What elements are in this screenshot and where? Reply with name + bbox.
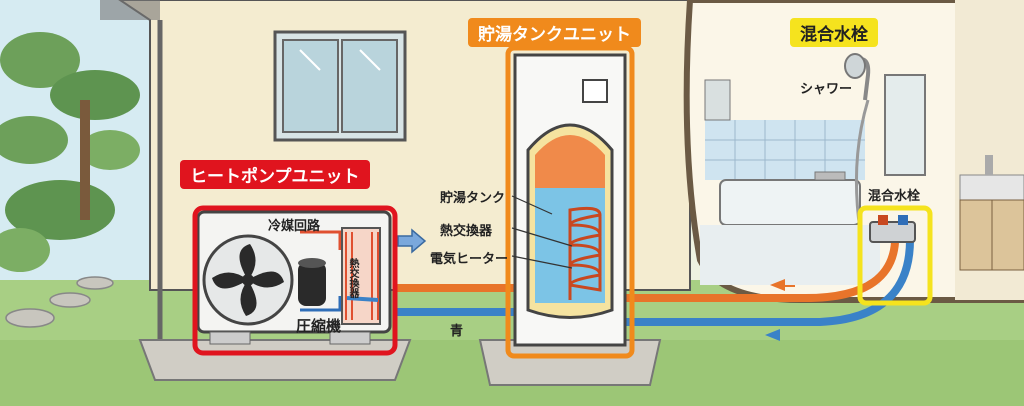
- mixing-faucet-title: 混合水栓: [790, 18, 878, 47]
- tank-unit-title: 貯湯タンクユニット: [468, 18, 641, 47]
- mixing-faucet-icon: [869, 215, 916, 243]
- stepping-stones: [5, 276, 114, 328]
- heat-pump-pad: [138, 339, 412, 381]
- bath-faucet: [814, 171, 846, 181]
- compressor-label: 圧縮機: [296, 317, 342, 335]
- leader-lines: [511, 195, 573, 269]
- flow-arrow-icon: [770, 279, 795, 291]
- heat-exchanger-vertical-label: 熱交換器: [347, 258, 358, 298]
- refrigerant-circuit-label: 冷媒回路: [268, 219, 321, 234]
- heat-exchanger-coil-icon: [341, 227, 381, 325]
- flow-arrow-icon-cold: [765, 329, 780, 341]
- electric-heater-label: 電気ヒーター: [430, 252, 509, 267]
- faucet-frame: [857, 205, 933, 306]
- mixing-faucet-label: 混合水栓: [868, 189, 921, 204]
- tank-frame: [505, 45, 635, 359]
- garden-trees: [0, 32, 140, 272]
- compressor-icon: [298, 258, 326, 306]
- window: [273, 30, 407, 142]
- heat-pump-unit: [196, 210, 392, 345]
- heat-exchanger-label: 熱交換器: [440, 224, 493, 239]
- pipes: [395, 229, 914, 326]
- flow-arrow-icon-right: [397, 228, 427, 254]
- heat-pump-unit-title: ヒートポンプユニット: [180, 160, 370, 189]
- heat-pump-frame: [192, 205, 398, 356]
- tank-unit: [513, 53, 627, 347]
- storage-tank-label: 貯湯タンク: [440, 191, 506, 206]
- blue-pipe-label: 青: [450, 324, 464, 339]
- shower-label: シャワー: [800, 82, 853, 97]
- bathroom-cutaway: [683, 0, 1024, 303]
